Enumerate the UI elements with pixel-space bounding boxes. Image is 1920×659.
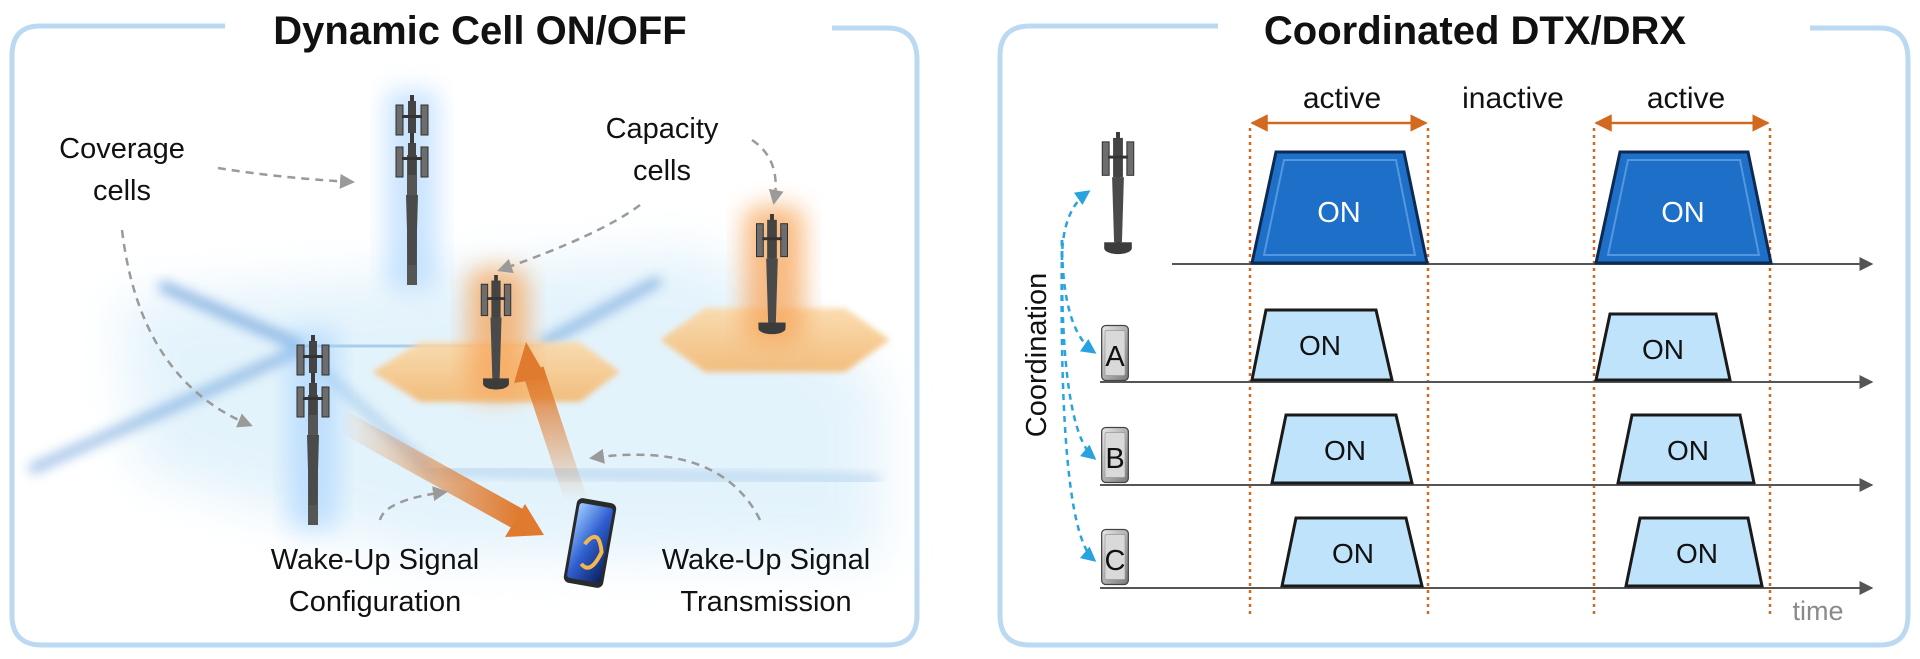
period-label-active-1: active [1303, 82, 1381, 115]
wus-configuration-arrow [334, 410, 544, 537]
coverage-tower-left [288, 330, 338, 530]
on-label: ON [1676, 538, 1718, 569]
smartphone-icon [563, 498, 617, 588]
coordination-arrow [1060, 190, 1091, 261]
coordination-arrow [1060, 239, 1097, 562]
coverage-boundary-line [537, 276, 663, 349]
coordination-label: Coordination [1021, 273, 1053, 437]
left-panel-title: Dynamic Cell ON/OFF [273, 9, 686, 53]
on-label: ON [1661, 197, 1705, 229]
left-panel: Dynamic Cell ON/OFF [9, 9, 920, 648]
period-label-active-2: active [1647, 82, 1725, 115]
arrow-icon [514, 342, 547, 383]
wus-configuration-pointer-arrow [378, 486, 448, 521]
wus-transmission-label-line2: Transmission [680, 586, 851, 618]
on-label: ON [1667, 435, 1709, 466]
ue-b-on-block: ON [1616, 413, 1756, 485]
capacity-tower-center [468, 268, 528, 398]
on-label: ON [1317, 197, 1361, 229]
wus-transmission-label-line1: Wake-Up Signal [662, 544, 870, 576]
right-panel-title: Coordinated DTX/DRX [1264, 9, 1687, 53]
ue-label-c: C [1105, 545, 1126, 577]
right-panel-frame [997, 23, 1911, 648]
capacity-label-line1: Capacity [606, 113, 719, 145]
capacity-pointer-arrow [497, 203, 641, 274]
on-label: ON [1642, 334, 1684, 365]
coverage-boundary-line [28, 345, 302, 475]
wus-transmission-arrow [514, 342, 587, 504]
ue-b-on-block: ON [1270, 413, 1414, 485]
ue-label-b: B [1105, 443, 1124, 475]
right-panel: Coordinated DTX/DRX active inactive acti… [997, 9, 1911, 648]
capacity-tower-right [744, 206, 804, 344]
ue-c-on-block: ON [1624, 516, 1764, 588]
base-station-on-block: ON [1594, 150, 1773, 265]
on-label: ON [1299, 330, 1341, 361]
coverage-pointer-arrow [217, 166, 355, 189]
coverage-label-line1: Coverage [59, 133, 185, 165]
arrow-icon [505, 504, 544, 537]
coordination-arrow [1060, 239, 1097, 354]
period-label-inactive: inactive [1462, 82, 1564, 115]
capacity-label-line2: cells [633, 155, 691, 187]
coverage-label-line2: cells [93, 175, 151, 207]
coverage-tower-top [386, 90, 438, 290]
on-label: ON [1332, 538, 1374, 569]
wus-configuration-label-line1: Wake-Up Signal [271, 544, 479, 576]
coverage-boundary-line [429, 466, 881, 484]
wus-configuration-label-line2: Configuration [289, 586, 462, 618]
on-label: ON [1324, 435, 1366, 466]
time-axis-label: time [1792, 596, 1843, 626]
wus-transmission-pointer-arrow [589, 448, 762, 521]
ue-label-a: A [1105, 341, 1125, 373]
ue-a-on-block: ON [1594, 312, 1732, 382]
capacity-pointer-arrow [751, 138, 784, 205]
base-station-on-block: ON [1250, 150, 1429, 265]
ue-c-on-block: ON [1280, 516, 1424, 588]
coverage-boundary-line [157, 280, 302, 350]
coverage-pointer-arrow [120, 229, 253, 428]
ue-a-on-block: ON [1250, 308, 1394, 382]
